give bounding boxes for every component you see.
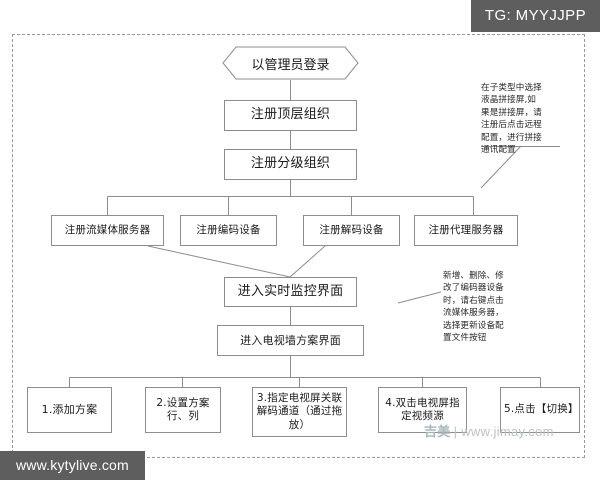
node-enter-live-monitor-label: 进入实时监控界面 (237, 283, 344, 299)
node-action-set-rows-cols-label: 2.设置方案行、列 (156, 396, 210, 422)
node-register-decoder-label: 注册解码设备 (319, 223, 384, 236)
node-action-bind-decode-channel-label: 3.指定电视屏关联解码通道（通过拖放） (256, 392, 343, 431)
node-register-proxy-server: 注册代理服务器 (414, 215, 518, 246)
node-register-encoder: 注册编码设备 (180, 215, 277, 246)
node-action-assign-video-source-label: 4.双击电视屏指定视频源 (385, 396, 460, 422)
start-node-label: 以管理员登录 (251, 57, 330, 73)
node-register-sub-org-label: 注册分级组织 (250, 156, 331, 172)
node-action-bind-decode-channel: 3.指定电视屏关联解码通道（通过拖放） (252, 387, 347, 437)
annotation-stream-server-note: 新增、删除、修改了编码器设备时，请右键点击流媒体服务器，选择更新设备配置文件按钮 (443, 271, 504, 344)
node-enter-live-monitor: 进入实时监控界面 (224, 277, 357, 307)
node-register-stream-server: 注册流媒体服务器 (51, 215, 164, 246)
node-action-click-switch-label: 5.点击【切换】 (504, 403, 579, 416)
jimay-watermark-url: | www.jimay.com (453, 424, 554, 439)
node-register-encoder-label: 注册编码设备 (196, 223, 261, 236)
node-register-proxy-server-label: 注册代理服务器 (428, 223, 504, 236)
jimay-watermark: 吉美| www.jimay.com (424, 421, 554, 440)
node-action-click-switch: 5.点击【切换】 (500, 387, 580, 433)
node-register-stream-server-label: 注册流媒体服务器 (64, 223, 151, 236)
node-register-sub-org: 注册分级组织 (224, 149, 357, 180)
tg-badge: TG: MYYJJPP (470, 0, 600, 32)
jimay-watermark-cn: 吉美 (424, 425, 451, 440)
node-action-assign-video-source: 4.双击电视屏指定视频源 (378, 387, 467, 433)
node-action-add-plan-label: 1.添加方案 (41, 403, 98, 417)
start-node: 以管理员登录 (222, 46, 359, 80)
site-watermark-badge: www.kytylive.com (0, 451, 145, 480)
annotation-proxy-server-note: 在子类型中选择液晶拼接屏,如果是拼接屏，请注册后点击远程配置，进行拼接通讯配置 (481, 83, 542, 156)
node-register-top-org-label: 注册顶层组织 (250, 107, 331, 123)
node-enter-tvwall-plan-label: 进入电视墙方案界面 (240, 333, 341, 347)
node-register-top-org: 注册顶层组织 (224, 100, 357, 131)
node-enter-tvwall-plan: 进入电视墙方案界面 (217, 325, 364, 356)
node-register-decoder: 注册解码设备 (303, 215, 400, 246)
node-action-set-rows-cols: 2.设置方案行、列 (145, 387, 221, 433)
node-action-add-plan: 1.添加方案 (27, 387, 112, 433)
